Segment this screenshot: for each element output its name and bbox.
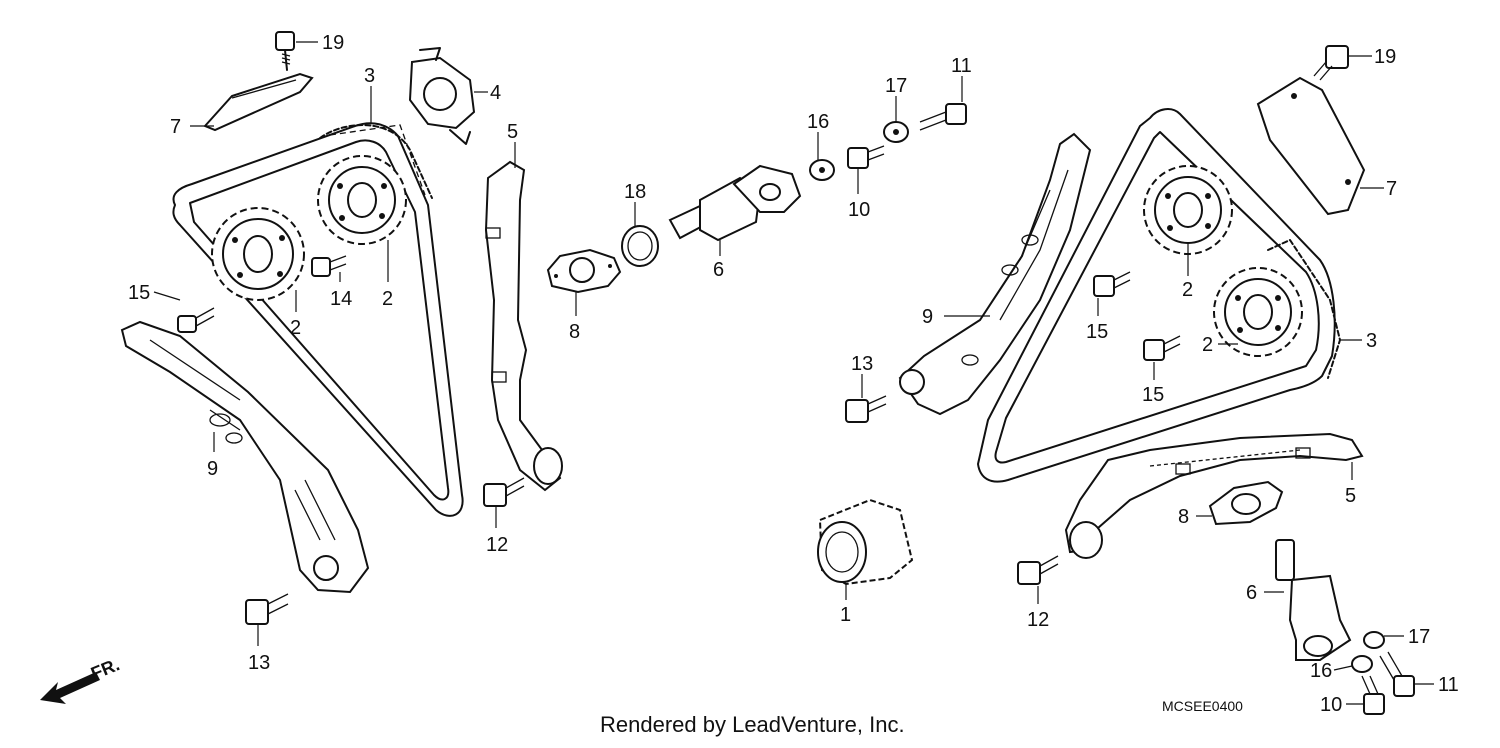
plate-4 [408, 47, 476, 145]
callout-10-center: 10 [848, 199, 870, 221]
bolt-10-right [1361, 675, 1385, 715]
gasket-8-right [1208, 480, 1284, 526]
tensioner-body-right [1275, 539, 1352, 661]
chain-guide-upper-left [203, 72, 314, 132]
callout-9-right: 9 [922, 306, 933, 328]
callout-17-center: 17 [885, 75, 907, 97]
tensioner-arm-right [898, 132, 1092, 416]
callout-7-right: 7 [1386, 178, 1397, 200]
gasket-8-center [546, 248, 622, 294]
callout-13-right: 13 [851, 353, 873, 375]
callout-8-right: 8 [1178, 506, 1189, 528]
callout-11-right: 11 [1438, 674, 1459, 696]
callout-11-center: 11 [951, 55, 972, 77]
bolt-11-right [1379, 651, 1415, 697]
bolt-11-center [919, 103, 967, 131]
bolt-15-right-b [1143, 335, 1181, 361]
callout-12-left: 12 [486, 534, 508, 556]
callout-13-left: 13 [248, 652, 270, 674]
washer-16-right [1351, 655, 1373, 673]
front-marker-label: FR. [88, 654, 122, 683]
callout-2-right-a: 2 [1182, 279, 1193, 301]
front-arrow-icon [40, 672, 100, 704]
callout-5-left: 5 [507, 121, 518, 143]
callout-15-left: 15 [128, 282, 150, 304]
chain-guide-left-5 [484, 160, 563, 492]
callout-3-right: 3 [1366, 330, 1377, 352]
diagram-code: MCSEE0400 [1162, 698, 1243, 714]
bolt-14 [311, 255, 347, 277]
bolt-15-left [177, 307, 215, 333]
callout-19-right: 19 [1374, 46, 1396, 68]
callout-18: 18 [624, 181, 646, 203]
cam-sprocket-left-a [211, 207, 305, 301]
front-direction-marker: FR. [40, 654, 122, 704]
bolt-12-right [1017, 555, 1059, 585]
callout-3-left: 3 [364, 65, 375, 87]
bolt-13-left [245, 593, 289, 625]
callout-16-right: 16 [1310, 660, 1332, 682]
callout-7-left: 7 [170, 116, 181, 138]
callout-15-right-a: 15 [1086, 321, 1108, 343]
callout-9-left: 9 [207, 458, 218, 480]
leader-lines [153, 41, 1434, 705]
callout-6-center: 6 [713, 259, 724, 281]
crank-sprocket-1 [817, 498, 914, 586]
tensioner-body-center [668, 164, 802, 242]
cam-chain-right [977, 108, 1341, 483]
callout-5-right: 5 [1345, 485, 1356, 507]
callout-19-left: 19 [322, 32, 344, 54]
tensioner-arm-left [120, 320, 370, 594]
callout-1: 1 [840, 604, 851, 626]
callout-2-right-b: 2 [1202, 334, 1213, 356]
callout-numbers: 19 7 3 4 5 15 14 2 2 9 13 12 18 8 6 16 1… [128, 32, 1459, 716]
callout-16-center: 16 [807, 111, 829, 133]
callout-14: 14 [330, 288, 352, 310]
cam-sprocket-right-a [1143, 165, 1233, 255]
bolt-13-right [845, 395, 887, 423]
chain-segment-left [319, 124, 433, 199]
callout-4: 4 [490, 82, 501, 104]
callout-17-right: 17 [1408, 626, 1430, 648]
callout-8-center: 8 [569, 321, 580, 343]
bolt-19-right [1313, 45, 1349, 81]
bolt-19-left [275, 31, 295, 71]
washer-17-right [1363, 631, 1385, 649]
bolt-15-right-a [1093, 271, 1131, 297]
callout-2-left-a: 2 [290, 317, 301, 339]
callout-10-right: 10 [1320, 694, 1342, 716]
chain-guide-upper-right [1256, 76, 1366, 216]
cam-sprocket-right-b [1213, 267, 1303, 357]
callout-15-right-b: 15 [1142, 384, 1164, 406]
cam-sprocket-left-b [317, 155, 407, 245]
callout-12-right: 12 [1027, 609, 1049, 631]
bolt-12-left [483, 477, 525, 507]
chain-guide-right-5 [1064, 432, 1364, 559]
bolt-10-center [847, 145, 885, 169]
cam-chain-left [172, 122, 464, 517]
credit-text: Rendered by LeadVenture, Inc. [600, 712, 905, 737]
callout-2-left-b: 2 [382, 288, 393, 310]
callout-6-right: 6 [1246, 582, 1257, 604]
